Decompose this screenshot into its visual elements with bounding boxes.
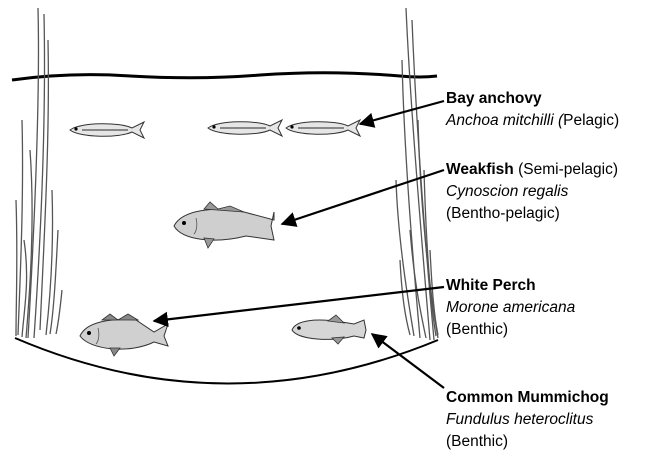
label-bay-anchovy: Bay anchovy Anchoa mitchilli (Pelagic) <box>446 88 619 132</box>
common-name: Common Mummichog <box>446 389 609 406</box>
mummichog-fish-icon <box>292 315 366 344</box>
common-name: White Perch <box>446 277 536 294</box>
arrow-white-perch <box>154 287 444 321</box>
arrow-bay-anchovy <box>360 101 444 124</box>
scientific-name: Fundulus heteroclitus <box>446 411 593 428</box>
scientific-name: Anchoa mitchilli <box>446 112 554 129</box>
basin-bottom-curve <box>15 338 438 384</box>
reed-grass-left-icon <box>16 8 62 338</box>
habitat: (Bentho-pelagic) <box>446 205 560 222</box>
weakfish-fish-icon <box>174 202 274 248</box>
scientific-name: Cynoscion regalis <box>446 183 568 200</box>
label-white-perch: White Perch Morone americana (Benthic) <box>446 275 575 341</box>
water-surface-line <box>12 73 437 80</box>
habitat: (Benthic) <box>446 321 508 338</box>
habitat: Pelagic) <box>563 112 619 129</box>
habitat: (Benthic) <box>446 433 508 450</box>
scientific-name: Morone americana <box>446 299 575 316</box>
label-weakfish: Weakfish (Semi-pelagic) Cynoscion regali… <box>446 159 618 225</box>
anchovy-fish-icon <box>70 120 360 138</box>
common-name: Weakfish <box>446 161 514 178</box>
label-common-mummichog: Common Mummichog Fundulus heteroclitus (… <box>446 387 609 453</box>
common-name: Bay anchovy <box>446 90 542 107</box>
